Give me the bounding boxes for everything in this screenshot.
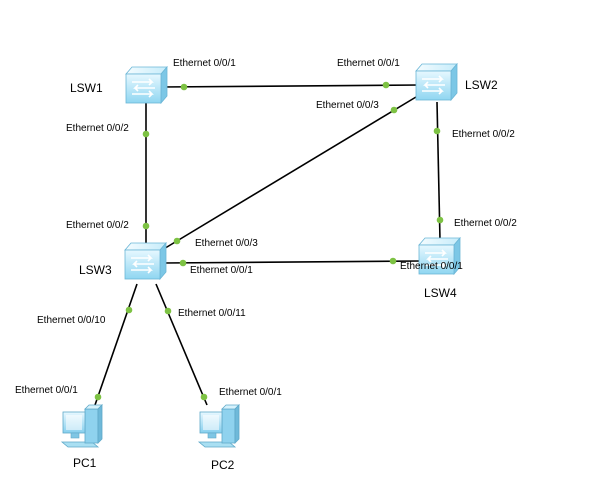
port-label-lsw3-lsw4-b: Ethernet 0/0/1 [400, 261, 463, 272]
port-indicators [94, 81, 444, 401]
port-dot-lsw2-lsw3-b [173, 237, 181, 245]
switch-lsw1[interactable] [125, 66, 168, 104]
computer-icon [198, 404, 240, 448]
port-dot-lsw3-lsw4-b [389, 257, 397, 265]
port-label-lsw3-pc2-a: Ethernet 0/0/11 [178, 308, 246, 319]
port-dot-lsw1-lsw3-b [142, 222, 150, 230]
port-label-lsw3-pc1-b: Ethernet 0/0/1 [15, 385, 78, 396]
device-label-lsw3: LSW3 [79, 263, 112, 277]
port-dot-lsw2-lsw4-b [436, 216, 444, 224]
port-label-lsw3-pc1-a: Ethernet 0/0/10 [37, 315, 106, 326]
computer-icon [61, 404, 103, 448]
device-label-lsw2: LSW2 [465, 78, 498, 92]
link-lsw3-pc1 [94, 283, 138, 406]
port-label-lsw1-lsw3-a: Ethernet 0/0/2 [66, 123, 129, 134]
link-lsw3-pc2 [155, 283, 208, 406]
port-dot-lsw3-lsw4-a [179, 259, 187, 267]
link-lsw3-lsw4 [162, 260, 421, 264]
port-label-lsw3-lsw4-a: Ethernet 0/0/1 [190, 265, 253, 276]
device-label-lsw1: LSW1 [70, 81, 103, 95]
port-dot-lsw2-lsw4-a [433, 127, 441, 135]
link-lsw2-lsw3 [161, 96, 417, 251]
switch-icon [124, 242, 167, 280]
port-label-lsw1-lsw2-b: Ethernet 0/0/1 [337, 58, 400, 69]
port-dot-lsw3-pc2-b [200, 393, 208, 401]
device-label-lsw4: LSW4 [424, 286, 457, 300]
link-lsw1-lsw2 [159, 84, 421, 88]
switch-lsw2[interactable] [415, 63, 458, 101]
port-label-lsw2-lsw3-b: Ethernet 0/0/3 [195, 238, 258, 249]
port-label-lsw2-lsw4-a: Ethernet 0/0/2 [452, 129, 515, 140]
port-label-lsw3-pc2-b: Ethernet 0/0/1 [219, 387, 282, 398]
port-dot-lsw2-lsw3-a [390, 106, 398, 114]
port-label-lsw1-lsw2-a: Ethernet 0/0/1 [173, 58, 236, 69]
device-label-pc2: PC2 [211, 458, 235, 472]
port-label-lsw1-lsw3-b: Ethernet 0/0/2 [66, 220, 129, 231]
port-dot-lsw1-lsw2-a [180, 83, 188, 91]
pc-pc1[interactable] [61, 404, 103, 448]
port-label-lsw2-lsw3-a: Ethernet 0/0/3 [316, 100, 379, 111]
port-dot-lsw3-pc1-a [125, 306, 133, 314]
port-label-lsw2-lsw4-b: Ethernet 0/0/2 [454, 218, 517, 229]
port-dot-lsw3-pc2-a [164, 307, 172, 315]
port-dot-lsw1-lsw2-b [382, 81, 390, 89]
switch-icon [415, 63, 458, 101]
pc-pc2[interactable] [198, 404, 240, 448]
port-dot-lsw1-lsw3-a [142, 130, 150, 138]
switch-lsw3[interactable] [124, 242, 167, 280]
device-label-pc1: PC1 [73, 456, 97, 470]
switch-icon [125, 66, 168, 104]
port-dot-lsw3-pc1-b [94, 393, 102, 401]
